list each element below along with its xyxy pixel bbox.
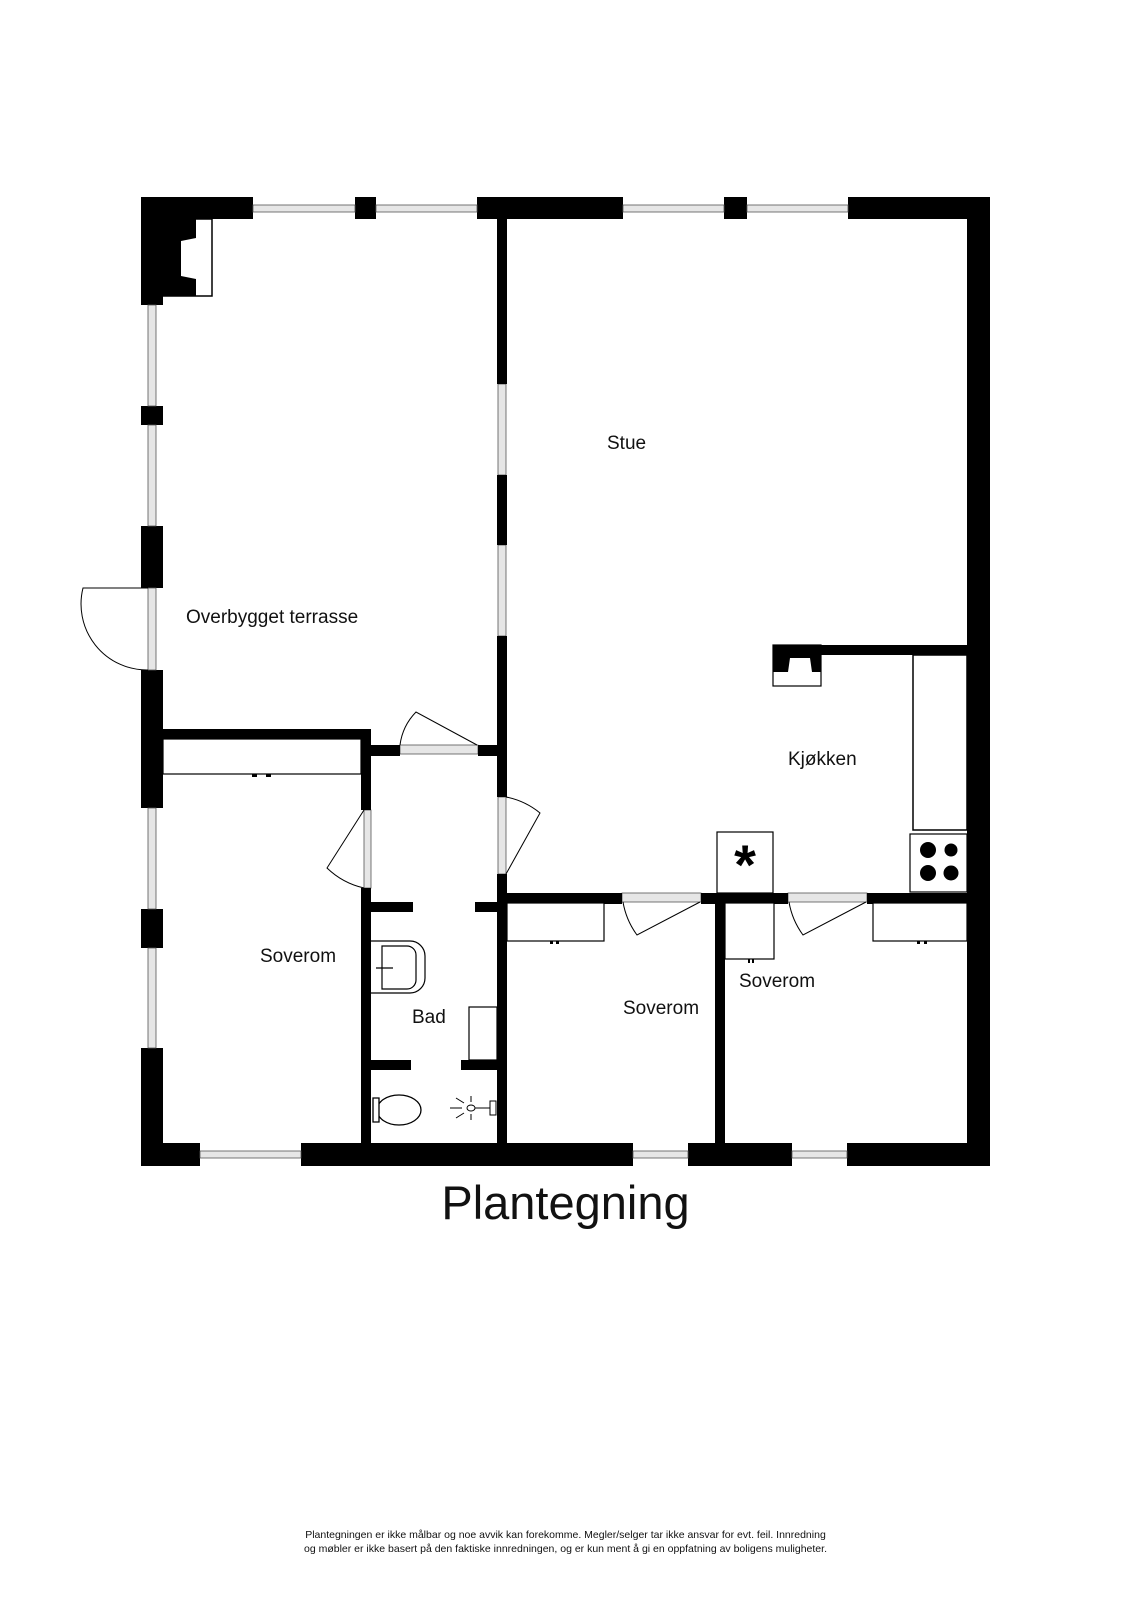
room-label-overbygget-terrasse: Overbygget terrasse	[186, 607, 359, 628]
room-label-stue: Stue	[607, 433, 647, 454]
kitchen-counter	[912, 654, 968, 831]
disclaimer: Plantegningen er ikke målbar og noe avvi…	[0, 1528, 1131, 1556]
sink-icon	[371, 940, 426, 994]
disclaimer-line-1: Plantegningen er ikke målbar og noe avvi…	[305, 1529, 826, 1541]
room-label-kjokken: Kjøkken	[788, 749, 857, 770]
chimney-asterisk-icon: *	[716, 831, 774, 896]
interior-walls	[163, 219, 967, 1143]
outer-walls	[141, 197, 990, 1166]
room-label-soverom-left: Soverom	[260, 946, 337, 967]
toilet-icon	[372, 1094, 422, 1126]
door-swings	[80, 587, 867, 936]
wardrobe-handles	[252, 774, 927, 963]
disclaimer-line-2: og møbler er ikke basert på den faktiske…	[304, 1543, 827, 1555]
windows	[147, 204, 868, 1159]
kitchen-hood-icon	[772, 644, 822, 687]
svg-text:*: *	[734, 833, 756, 896]
wardrobes	[162, 738, 968, 960]
fireplace-icon	[162, 218, 213, 297]
shower-cabinet	[468, 1006, 498, 1061]
shower-head-icon	[450, 1096, 497, 1120]
room-label-soverom-middle: Soverom	[623, 998, 700, 1019]
room-label-soverom-right: Soverom	[739, 971, 816, 992]
stove-icon	[909, 833, 968, 893]
room-label-bad: Bad	[412, 1007, 446, 1028]
page-title: Plantegning	[441, 1176, 690, 1229]
